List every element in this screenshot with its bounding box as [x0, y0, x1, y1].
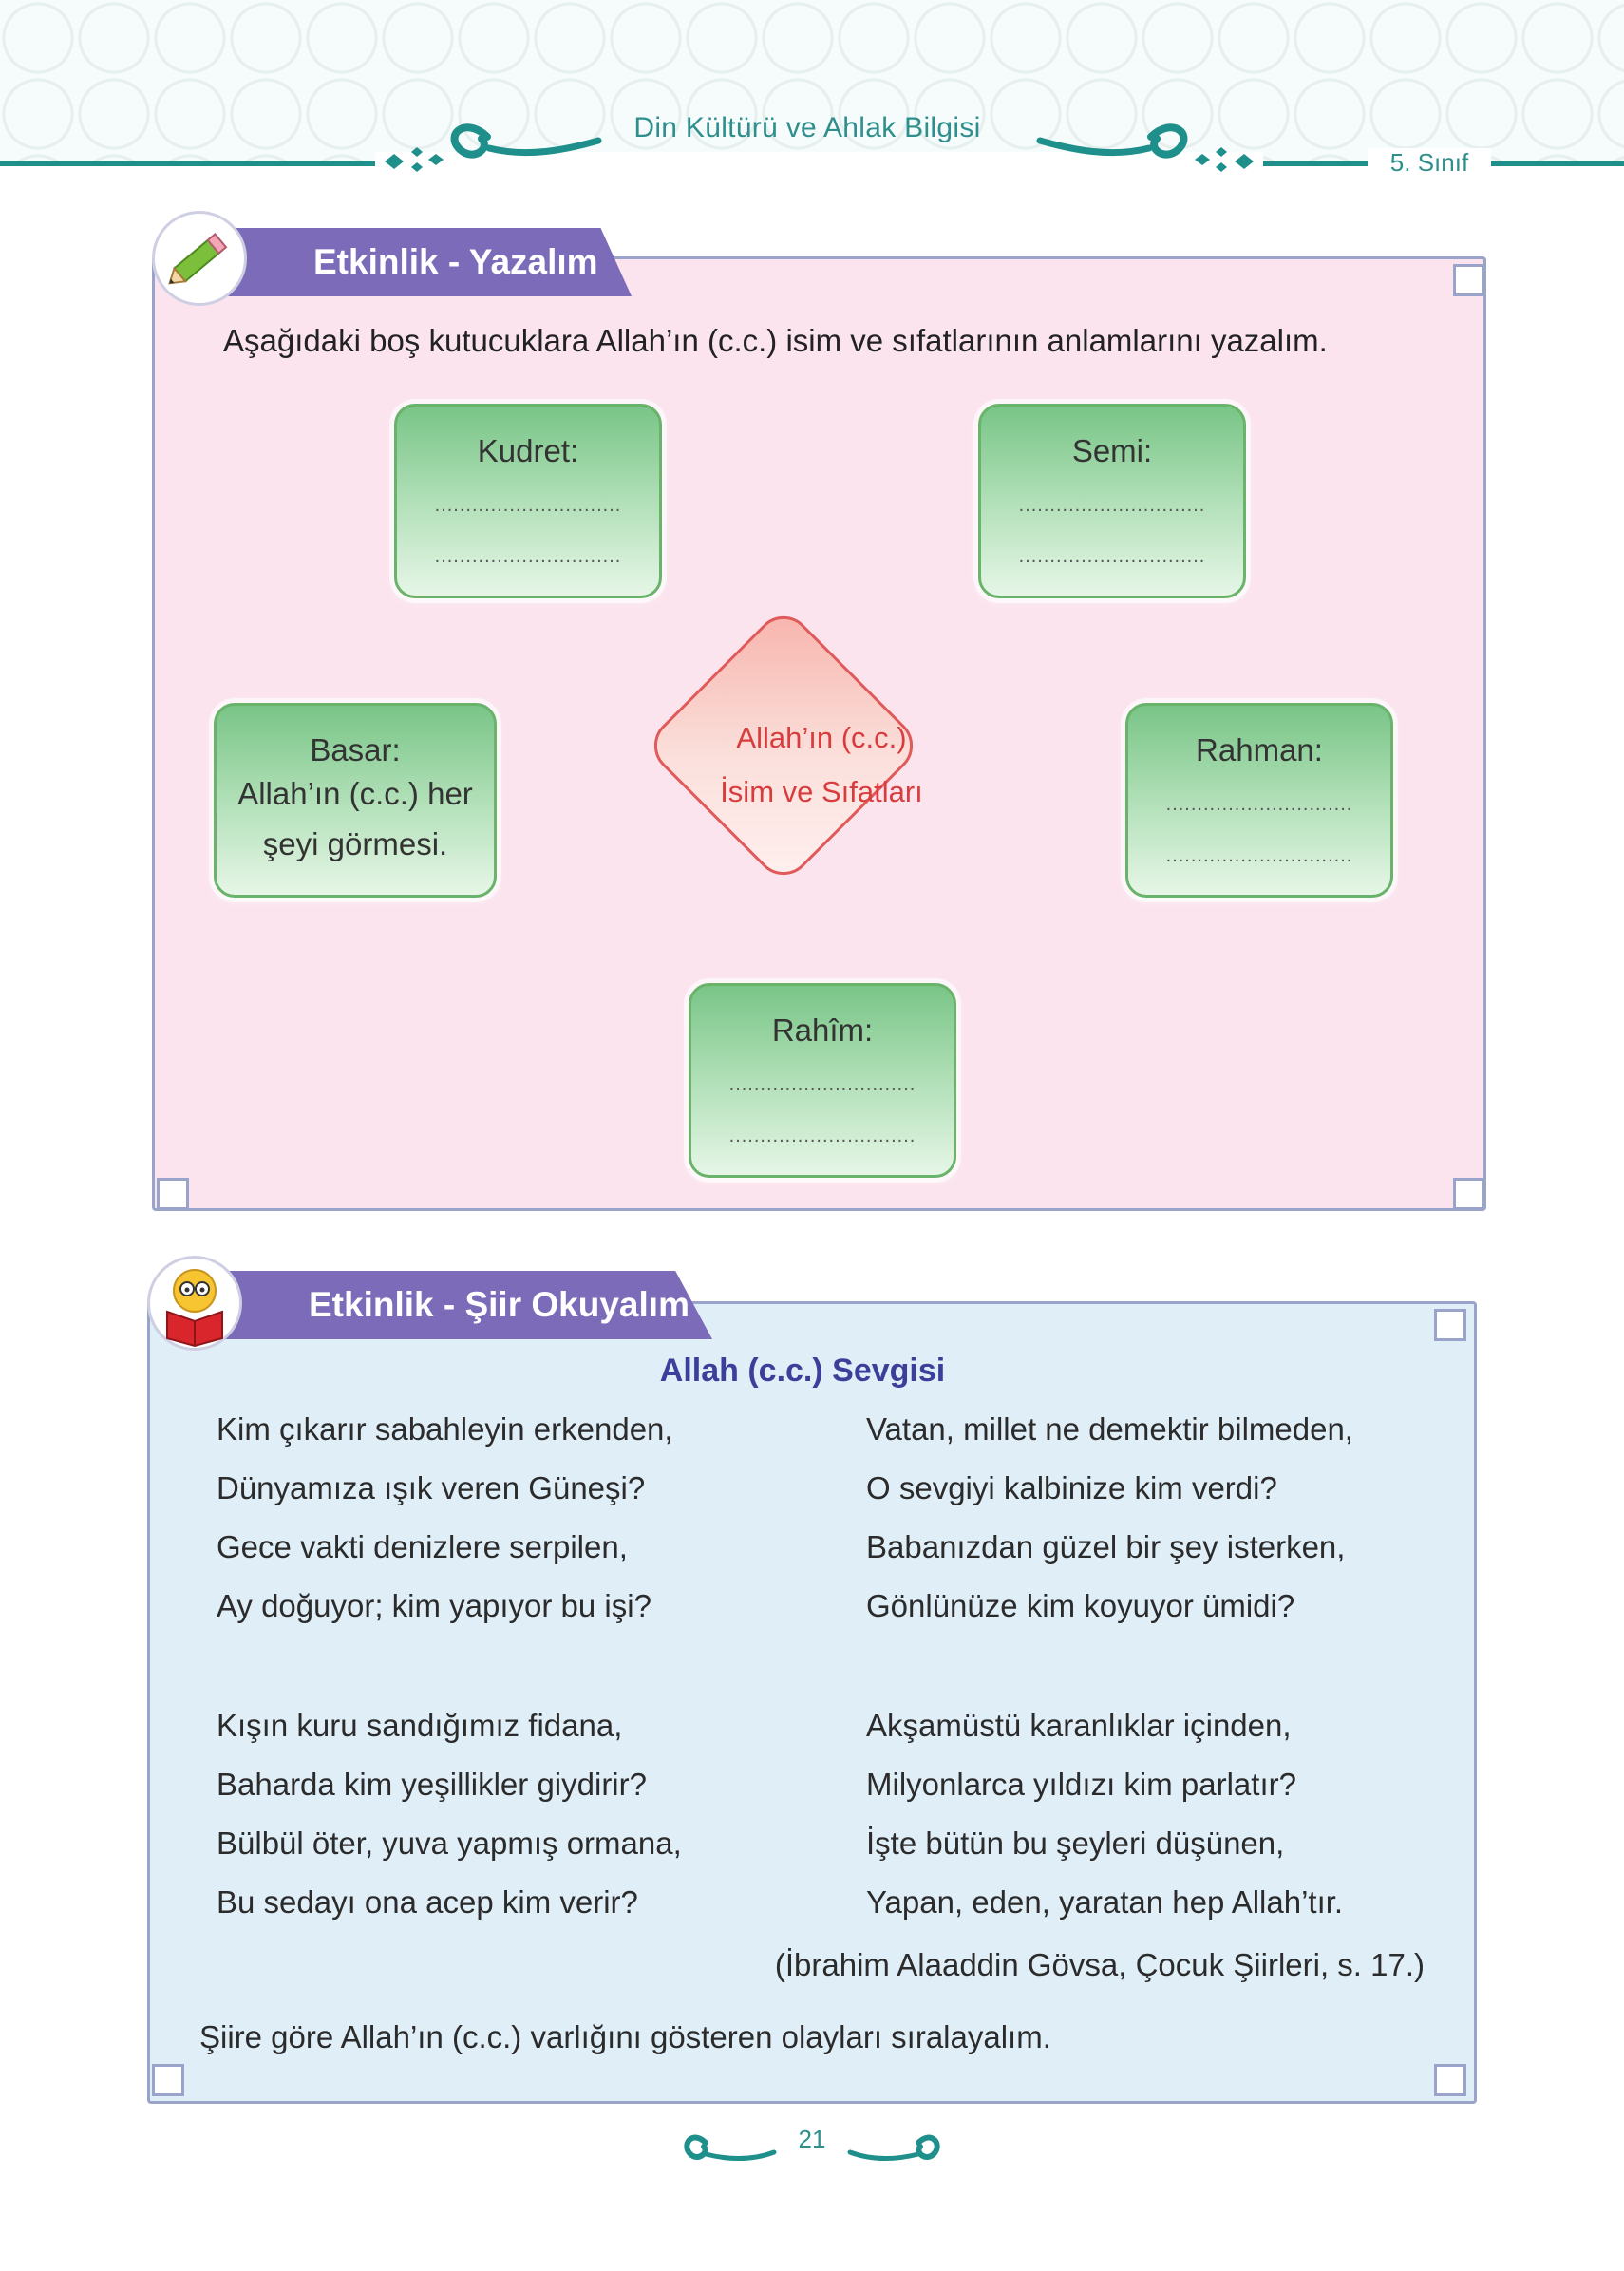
answer-line[interactable]: .............................. — [1018, 495, 1206, 516]
word-label: Basar: — [310, 732, 401, 767]
poem-line-right: İşte bütün bu şeyleri düşünen, — [866, 1826, 1285, 1861]
poem-line-left: Bülbül öter, yuva yapmış ormana, — [217, 1826, 682, 1861]
poem-line-right: Gönlünüze kim koyuyor ümidi? — [866, 1588, 1295, 1623]
poem-line-right: O sevgiyi kalbinize kim verdi? — [866, 1470, 1277, 1505]
center-label: Allah’ın (c.c.) İsim ve Sıfatları — [665, 710, 978, 819]
panel-corner-ornament — [1434, 1309, 1466, 1341]
answer-line: Allah’ın (c.c.) her — [237, 776, 473, 811]
header-grade: 5. Sınıf — [1368, 148, 1491, 178]
header-title: Din Kültürü ve Ahlak Bilgisi — [633, 112, 981, 143]
pencil-icon — [152, 211, 247, 306]
word-label: Kudret: — [477, 433, 579, 468]
activity-yazalim-tab: Etkinlik - Yazalım — [190, 228, 632, 296]
word-label: Semi: — [1071, 433, 1153, 468]
panel-corner-ornament — [152, 2064, 184, 2096]
header-pattern — [0, 0, 1624, 161]
activity-siir-tab: Etkinlik - Şiir Okuyalım — [185, 1271, 712, 1339]
answer-line[interactable]: .............................. — [1018, 546, 1206, 567]
center-label-line: Allah’ın (c.c.) — [736, 721, 907, 754]
panel-corner-ornament — [1434, 2064, 1466, 2096]
poem-line-left: Gece vakti denizlere serpilen, — [217, 1529, 628, 1564]
word-box-kudret[interactable]: Kudret: .............................. .… — [394, 404, 662, 598]
poem-line-right: Yapan, eden, yaratan hep Allah’tır. — [866, 1884, 1344, 1920]
answer-line[interactable]: .............................. — [728, 1074, 916, 1095]
panel-corner-ornament — [1453, 264, 1485, 296]
word-box-rahman[interactable]: Rahman: .............................. .… — [1125, 703, 1393, 898]
reading-child-icon — [147, 1256, 242, 1351]
footer-ornament — [684, 2134, 940, 2161]
word-label: Rahîm: — [771, 1012, 874, 1048]
poem-title: Allah (c.c.) Sevgisi — [659, 1353, 946, 1389]
word-box-basar[interactable]: Basar: Allah’ın (c.c.) her şeyi görmesi. — [214, 703, 497, 898]
answer-line[interactable]: .............................. — [1165, 794, 1353, 815]
center-label-line: İsim ve Sıfatları — [720, 775, 923, 808]
poem-line-right: Milyonlarca yıldızı kim parlatır? — [866, 1767, 1296, 1802]
activity-yazalim-instruction: Aşağıdaki boş kutucuklara Allah’ın (c.c.… — [223, 323, 1328, 358]
page-number: 21 — [798, 2125, 826, 2153]
word-box-semi[interactable]: Semi: .............................. ...… — [978, 404, 1246, 598]
poem-line-right: Babanızdan güzel bir şey isterken, — [866, 1529, 1346, 1564]
poem-source: (İbrahim Alaaddin Gövsa, Çocuk Şiirleri,… — [774, 1947, 1425, 1982]
answer-line[interactable]: .............................. — [434, 546, 622, 567]
panel-corner-ornament — [1453, 1178, 1485, 1210]
answer-line[interactable]: .............................. — [728, 1126, 916, 1146]
word-label: Rahman: — [1196, 732, 1323, 767]
activity-siir-title: Etkinlik - Şiir Okuyalım — [309, 1285, 689, 1324]
word-box-rahim[interactable]: Rahîm: .............................. ..… — [689, 983, 956, 1178]
poem-line-left: Bu sedayı ona acep kim verir? — [217, 1884, 638, 1920]
poem-line-left: Baharda kim yeşillikler giydirir? — [217, 1767, 647, 1802]
poem-line-left: Ay doğuyor; kim yapıyor bu işi? — [217, 1588, 651, 1623]
poem-line-right: Vatan, millet ne demektir bilmeden, — [866, 1411, 1353, 1447]
activity-yazalim-title: Etkinlik - Yazalım — [313, 242, 598, 281]
activity-siir-panel — [147, 1301, 1477, 2104]
header-ornament-left — [385, 123, 602, 172]
poem-line-right: Akşamüstü karanlıklar içinden, — [866, 1708, 1292, 1743]
answer-line[interactable]: .............................. — [1165, 845, 1353, 866]
poem-line-left: Kışın kuru sandığımız fidana, — [217, 1708, 623, 1743]
answer-line: şeyi görmesi. — [262, 826, 448, 861]
poem-line-left: Kim çıkarır sabahleyin erkenden, — [217, 1411, 673, 1447]
panel-corner-ornament — [157, 1178, 189, 1210]
activity-siir-question: Şiire göre Allah’ın (c.c.) varlığını gös… — [199, 2019, 1051, 2054]
poem-line-left: Dünyamıza ışık veren Güneşi? — [217, 1470, 646, 1505]
header-ornament-right — [1036, 123, 1254, 172]
answer-line[interactable]: .............................. — [434, 495, 622, 516]
answer-text: Allah’ın (c.c.) her şeyi görmesi. — [217, 768, 494, 869]
